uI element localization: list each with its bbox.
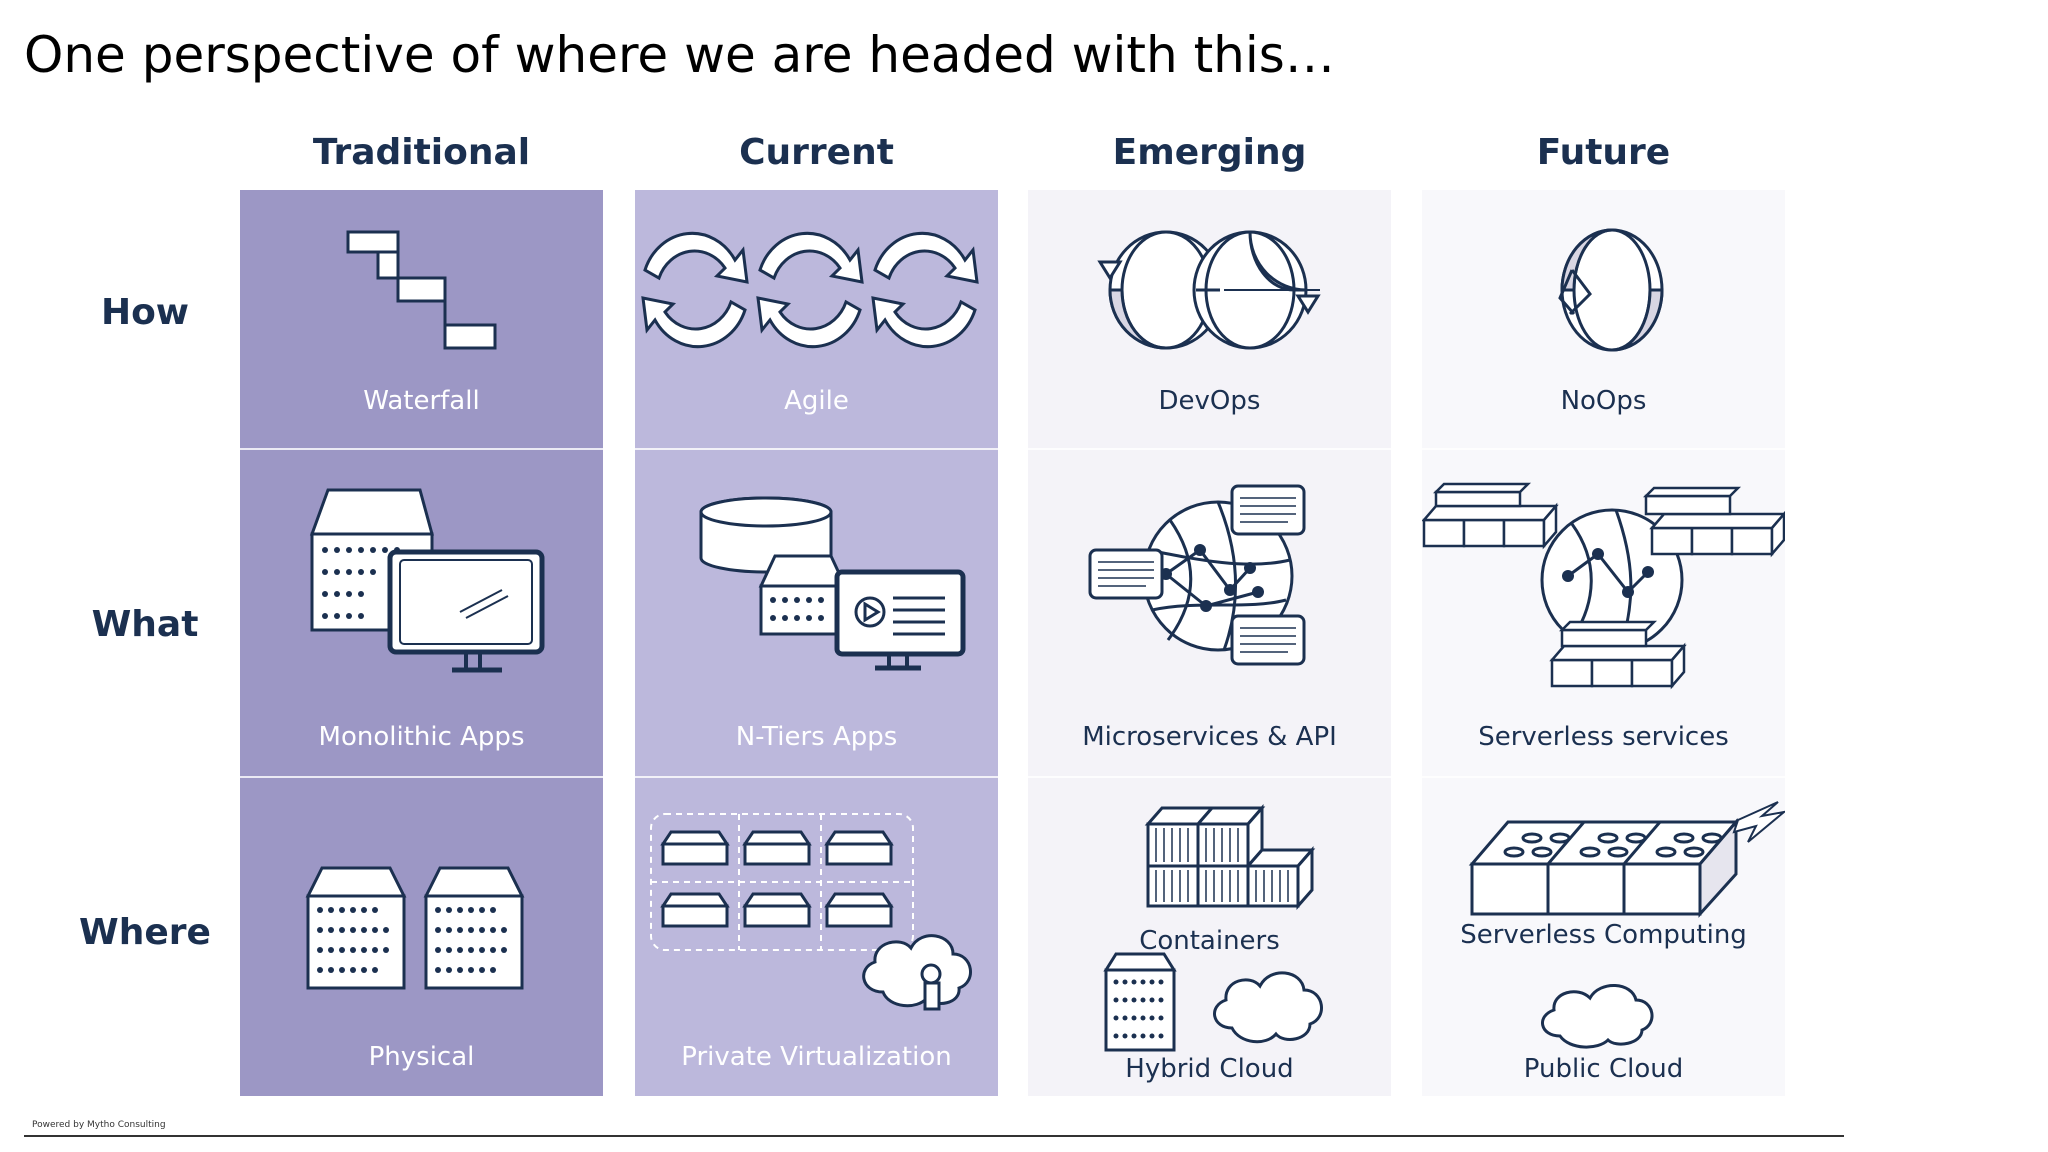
label-serverless-computing: Serverless Computing	[1460, 920, 1747, 950]
cell-future-what: Serverless services	[1422, 450, 1785, 776]
bottom-rule	[24, 1135, 1844, 1137]
row-header-how: How	[100, 292, 190, 333]
cell-traditional-where: Physical	[240, 778, 603, 1096]
column-header-current: Current	[739, 132, 894, 173]
divider	[635, 448, 998, 450]
label-monolithic-apps: Monolithic Apps	[318, 722, 525, 752]
cell-emerging-what: Microservices & API	[1028, 450, 1391, 776]
serverless-services-icon	[1422, 482, 1785, 690]
divider	[1028, 448, 1391, 450]
column-header-traditional: Traditional	[312, 132, 531, 173]
server-monitor-icon	[309, 488, 545, 673]
column-header-future: Future	[1536, 132, 1671, 173]
slide-title: One perspective of where we are headed w…	[24, 26, 1335, 84]
globe-network-icon	[1088, 484, 1306, 666]
divider	[635, 776, 998, 778]
label-public-cloud: Public Cloud	[1523, 1054, 1684, 1084]
row-header-where: Where	[79, 912, 211, 953]
cloud-icon	[1541, 984, 1654, 1049]
divider	[1422, 448, 1785, 450]
column-current: Agile	[635, 190, 998, 1096]
server-icon	[305, 866, 525, 990]
label-waterfall: Waterfall	[363, 386, 480, 416]
loop-icon	[1558, 228, 1664, 352]
server-icon	[1103, 952, 1177, 1052]
column-traditional: Waterfall Monolithic	[240, 190, 603, 1096]
label-hybrid-cloud: Hybrid Cloud	[1125, 1054, 1294, 1084]
column-header-emerging: Emerging	[1112, 132, 1307, 173]
cell-future-how: NoOps	[1422, 190, 1785, 448]
lego-block-icon	[1468, 817, 1740, 918]
lego-block-icon	[1422, 482, 1785, 690]
divider	[240, 448, 603, 450]
lightning-icon	[1732, 801, 1785, 843]
divider	[1422, 776, 1785, 778]
cycle-arrows-icon	[641, 231, 979, 349]
cell-future-where: Serverless Computing Public Cloud	[1422, 778, 1785, 1096]
row-header-what: What	[91, 604, 199, 645]
column-future: NoOps	[1422, 190, 1785, 1096]
cloud-icon	[862, 934, 972, 1011]
column-emerging: DevOps	[1028, 190, 1391, 1096]
cell-traditional-how: Waterfall	[240, 190, 603, 448]
virtual-servers-icon	[650, 813, 972, 1011]
cell-traditional-what: Monolithic Apps	[240, 450, 603, 776]
label-private-virtualization: Private Virtualization	[681, 1042, 952, 1072]
divider	[240, 776, 603, 778]
ntier-apps-icon	[699, 496, 966, 671]
infinity-loop-icon	[1097, 230, 1321, 350]
label-n-tiers-apps: N-Tiers Apps	[735, 722, 898, 752]
label-noops: NoOps	[1560, 386, 1647, 416]
cell-current-what: N-Tiers Apps	[635, 450, 998, 776]
label-containers: Containers	[1139, 926, 1280, 956]
cell-emerging-where: Containers Hybrid Cloud	[1028, 778, 1391, 1096]
cloud-icon	[1213, 971, 1323, 1044]
label-serverless-services: Serverless services	[1478, 722, 1729, 752]
footer-credit: Powered by Mytho Consulting	[32, 1120, 166, 1130]
cell-emerging-how: DevOps	[1028, 190, 1391, 448]
label-devops: DevOps	[1158, 386, 1261, 416]
divider	[1028, 776, 1391, 778]
label-agile: Agile	[784, 386, 849, 416]
container-icon	[1103, 804, 1323, 1052]
label-physical: Physical	[368, 1042, 475, 1072]
stairs-icon	[346, 230, 497, 350]
serverless-computing-icon	[1468, 801, 1785, 1049]
cell-current-where: Private Virtualization	[635, 778, 998, 1096]
cell-current-how: Agile	[635, 190, 998, 448]
label-microservices-api: Microservices & API	[1082, 722, 1337, 752]
